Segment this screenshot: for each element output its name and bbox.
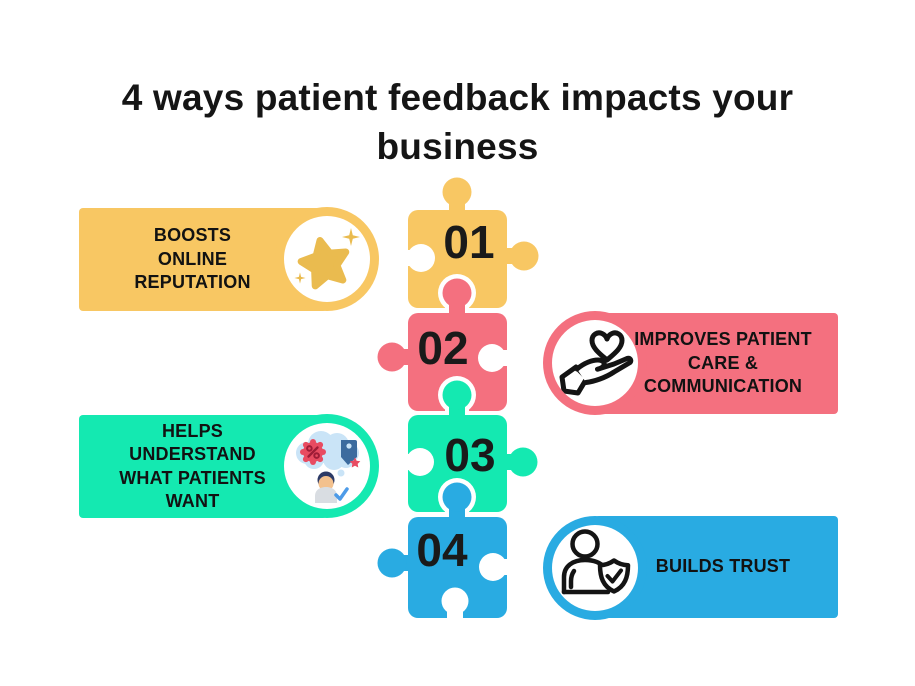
puzzle-piece-04: 04 — [377, 478, 509, 620]
step-number-03: 03 — [444, 429, 495, 481]
step-number-01: 01 — [443, 216, 494, 268]
person-shield-check-icon — [561, 529, 631, 595]
puzzle-piece-03: 03 — [406, 376, 538, 512]
step-banner-03-label: HELPS UNDERSTAND WHAT PATIENTS WANT — [119, 420, 266, 511]
step-banner-04-icon-circle — [552, 525, 638, 611]
page-title-text: 4 ways patient feedback impacts your bus… — [121, 77, 794, 167]
step-banner-02-icon-circle — [552, 320, 638, 406]
step-banner-01-label: BOOSTS ONLINE REPUTATION — [134, 225, 251, 293]
star-sparkles-icon — [294, 228, 360, 290]
step-number-04: 04 — [416, 524, 468, 576]
step-banner-02-label: IMPROVES PATIENT CARE & COMMUNICATION — [634, 329, 812, 397]
puzzle-column: 01 02 03 — [377, 177, 539, 620]
puzzle-piece-01: 01 — [406, 177, 539, 308]
step-banner-04-label: BUILDS TRUST — [655, 556, 791, 577]
puzzle-piece-02: 02 — [377, 274, 509, 411]
thought-cloud-patient-icon — [296, 431, 361, 503]
step-banner-03-icon-circle — [284, 423, 370, 509]
step-number-02: 02 — [417, 322, 468, 374]
step-banner-01-icon-circle — [284, 216, 370, 302]
page-title: 4 ways patient feedback impacts your bus… — [0, 74, 915, 172]
hand-heart-icon — [559, 330, 634, 396]
